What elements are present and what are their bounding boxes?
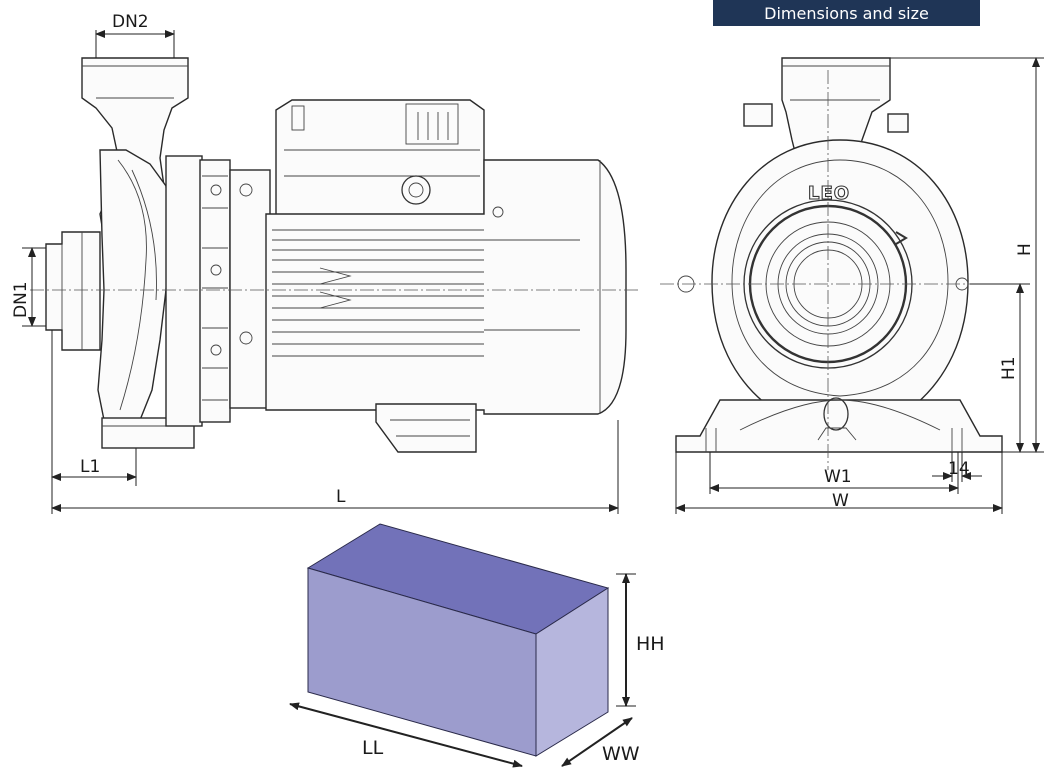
side-dimensions: DN2 DN1 L1 L — [11, 12, 619, 514]
section-title-banner: Dimensions and size — [713, 0, 980, 26]
dim-label-l1: L1 — [80, 457, 100, 477]
box-side-face — [535, 587, 609, 757]
dim-label-w1: W1 — [824, 467, 852, 487]
dim-label-h: H — [1015, 243, 1035, 256]
brand-logo: LEO — [808, 183, 850, 204]
dim-label-w: W — [832, 491, 849, 511]
dim-label-h1: H1 — [999, 356, 1019, 380]
front-dimensions: H H1 W1 W 14 — [675, 57, 1044, 514]
dim-label-ww: WW — [602, 743, 640, 765]
dim-label-dn1: DN1 — [11, 281, 31, 318]
pump-front-view: LEO — [660, 57, 1003, 470]
section-title: Dimensions and size — [764, 3, 929, 23]
dim-label-ll: LL — [362, 737, 384, 759]
package-box: HH LL WW — [289, 523, 665, 768]
pump-side-view — [30, 57, 640, 453]
dim-label-hh: HH — [636, 633, 665, 655]
dim-label-foot-width: 14 — [948, 459, 970, 479]
dim-label-dn2: DN2 — [112, 12, 149, 32]
dim-label-l: L — [336, 487, 346, 507]
